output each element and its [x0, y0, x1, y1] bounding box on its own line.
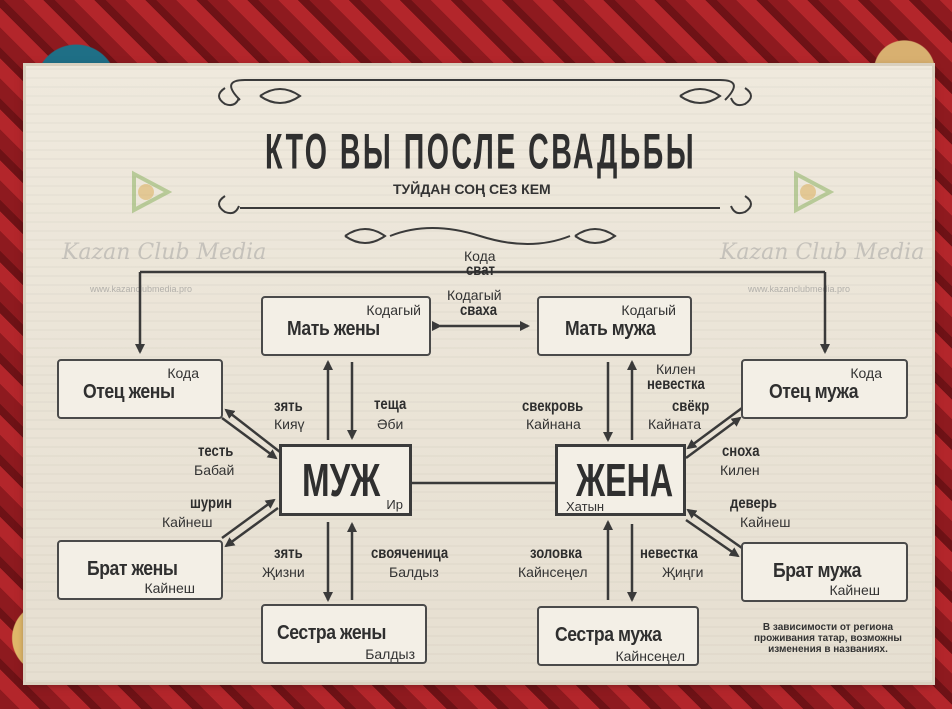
kazan-club-logo-right-icon: [794, 170, 834, 214]
svekrov-tatar: Кайнана: [526, 416, 581, 432]
muzh-tatar: Ир: [386, 497, 403, 512]
dever-tatar: Кайнеш: [740, 514, 791, 530]
svaha-tatar: Кодагый: [447, 287, 502, 303]
svekrov-label: свекровь: [522, 398, 584, 415]
otec-zheny-tatar: Кода: [167, 365, 199, 381]
svat-label: сват: [466, 262, 495, 279]
brat-muzha-tatar: Кайнеш: [829, 582, 880, 598]
mat-zheny-label: Мать жены: [287, 318, 380, 340]
node-otec-muzha: Кода Отец мужа: [741, 359, 908, 419]
snoha-tatar: Килен: [720, 462, 760, 478]
zyat-down-tatar: Җизни: [262, 564, 305, 580]
sestra-zheny-label: Сестра жены: [277, 622, 386, 644]
shurin-label: шурин: [190, 495, 233, 512]
test-tatar: Бабай: [194, 462, 235, 478]
svoyachenica-tatar: Балдыз: [389, 564, 439, 580]
sestra-muzha-label: Сестра мужа: [555, 624, 662, 646]
mat-zheny-tatar: Кодагый: [366, 302, 421, 318]
teshcha-label: теща: [374, 396, 407, 413]
svekr-label: свёкр: [672, 398, 710, 415]
sestra-muzha-tatar: Кайнсеңел: [615, 648, 685, 664]
svat-tatar: Кода: [464, 248, 496, 264]
node-sestra-muzha: Сестра мужа Кайнсеңел: [537, 606, 699, 666]
watermark-brand-left: Kazan Club Media: [62, 240, 267, 265]
sestra-zheny-tatar: Балдыз: [365, 646, 415, 662]
mat-muzha-tatar: Кодагый: [621, 302, 676, 318]
teshcha-tatar: Әби: [377, 416, 404, 432]
node-brat-zheny: Брат жены Кайнеш: [57, 540, 223, 600]
kilen-nevestka-label: невестка: [647, 376, 705, 393]
zyat-up-tatar: Кияү: [274, 416, 305, 432]
page-subtitle: ТУЙДАН СОҢ СЕЗ КЕМ: [393, 181, 551, 197]
kilen-tatar: Килен: [656, 361, 696, 377]
zolovka-label: золовка: [530, 545, 582, 562]
shurin-tatar: Кайнеш: [162, 514, 213, 530]
regional-note: В зависимости от региона проживания тата…: [754, 622, 902, 655]
dever-label: деверь: [730, 495, 777, 512]
mat-muzha-label: Мать мужа: [565, 318, 656, 340]
brat-zheny-label: Брат жены: [87, 558, 178, 580]
otec-muzha-tatar: Кода: [850, 365, 882, 381]
watermark-url-right: www.kazanclubmedia.pro: [748, 284, 851, 294]
svoyachenica-label: свояченица: [371, 545, 449, 562]
otec-muzha-label: Отец мужа: [769, 381, 859, 403]
svaha-label: сваха: [460, 302, 498, 319]
page-title: КТО ВЫ ПОСЛЕ СВАДЬБЫ: [265, 123, 697, 180]
node-brat-muzha: Брат мужа Кайнеш: [741, 542, 908, 602]
zhena-tatar: Хатын: [566, 499, 605, 514]
kazan-club-logo-left-icon: [132, 170, 172, 214]
brat-zheny-tatar: Кайнеш: [144, 580, 195, 596]
svekr-tatar: Кайната: [648, 416, 702, 432]
node-muzh: МУЖ Ир: [279, 444, 412, 516]
nevestka-down-tatar: Җиңги: [662, 564, 704, 580]
node-mat-muzha: Кодагый Мать мужа: [537, 296, 692, 356]
muzh-label: МУЖ: [302, 454, 381, 506]
brat-muzha-label: Брат мужа: [773, 560, 862, 582]
otec-zheny-label: Отец жены: [83, 381, 175, 403]
zolovka-tatar: Кайнсеңел: [518, 564, 588, 580]
node-zhena: ЖЕНА Хатын: [555, 444, 686, 516]
watermark-brand-right: Kazan Club Media: [720, 240, 925, 265]
node-mat-zheny: Кодагый Мать жены: [261, 296, 431, 356]
snoha-label: сноха: [722, 443, 760, 460]
node-otec-zheny: Кода Отец жены: [57, 359, 223, 419]
test-label: тесть: [198, 443, 234, 460]
node-sestra-zheny: Сестра жены Балдыз: [261, 604, 427, 664]
nevestka-down-label: невестка: [640, 545, 698, 562]
zhena-label: ЖЕНА: [576, 454, 674, 506]
zyat-up-label: зять: [274, 398, 303, 415]
zyat-down-label: зять: [274, 545, 303, 562]
